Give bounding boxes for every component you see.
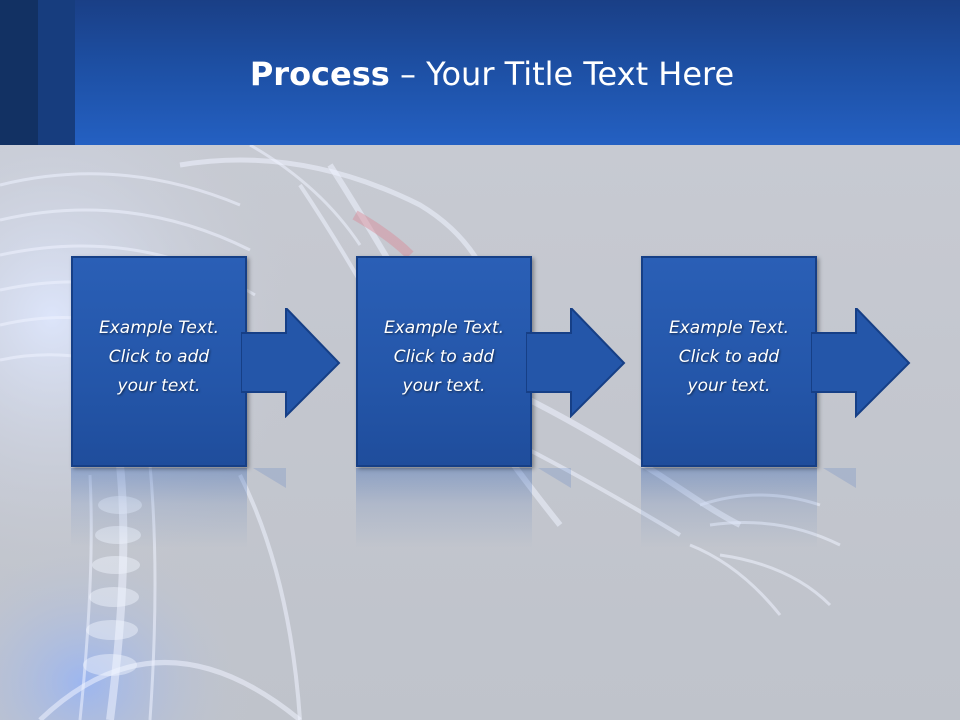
header-accent-stripe bbox=[0, 0, 38, 145]
process-step-1: Example Text. Click to add your text. bbox=[71, 256, 341, 548]
right-arrow-icon bbox=[526, 308, 626, 418]
step-text-line: Example Text. bbox=[383, 318, 505, 338]
step-text-line: your text. bbox=[117, 376, 201, 396]
step-text-line: Example Text. bbox=[98, 318, 220, 338]
header-accent-stripe bbox=[38, 0, 75, 145]
step-text-line: your text. bbox=[402, 376, 486, 396]
step-text[interactable]: Example Text. Click to add your text. bbox=[73, 314, 245, 401]
arrow-reflection bbox=[823, 468, 856, 488]
process-step-2: Example Text. Click to add your text. bbox=[356, 256, 626, 548]
title-rest-part: – Your Title Text Here bbox=[389, 55, 735, 93]
step-text-line: Click to add bbox=[393, 347, 495, 367]
right-arrow-icon bbox=[811, 308, 911, 418]
step-reflection bbox=[356, 468, 532, 548]
step-text-line: Click to add bbox=[108, 347, 210, 367]
step-text[interactable]: Example Text. Click to add your text. bbox=[643, 314, 815, 401]
right-arrow-icon bbox=[241, 308, 341, 418]
step-text-line: Example Text. bbox=[668, 318, 790, 338]
step-box[interactable]: Example Text. Click to add your text. bbox=[641, 256, 817, 467]
step-text-line: Click to add bbox=[678, 347, 780, 367]
slide-title[interactable]: Process – Your Title Text Here bbox=[0, 52, 960, 96]
step-text-line: your text. bbox=[687, 376, 771, 396]
step-reflection bbox=[71, 468, 247, 548]
step-box[interactable]: Example Text. Click to add your text. bbox=[71, 256, 247, 467]
step-text[interactable]: Example Text. Click to add your text. bbox=[358, 314, 530, 401]
title-bold-part: Process bbox=[249, 55, 390, 93]
arrow-reflection bbox=[253, 468, 286, 488]
step-box[interactable]: Example Text. Click to add your text. bbox=[356, 256, 532, 467]
header-bar: Process – Your Title Text Here bbox=[0, 0, 960, 145]
process-step-3: Example Text. Click to add your text. bbox=[641, 256, 911, 548]
arrow-reflection bbox=[538, 468, 571, 488]
step-reflection bbox=[641, 468, 817, 548]
